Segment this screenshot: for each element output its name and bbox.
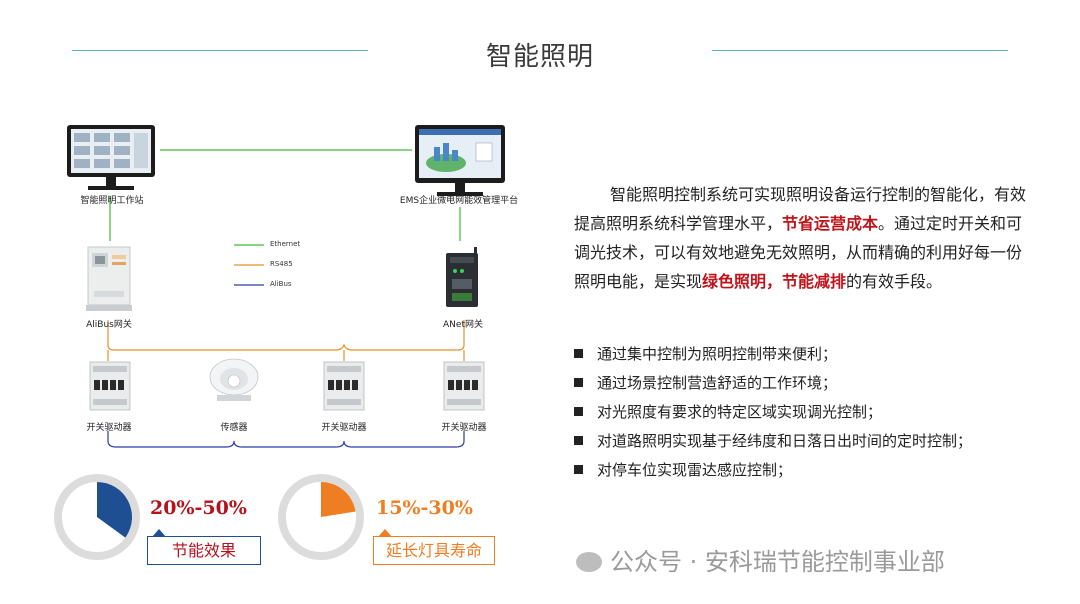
bullet-square-icon [574, 378, 583, 387]
bullet-square-icon [574, 349, 583, 358]
intro-text-2: 。通过定时开关和可调光技术，可以有效地避免无效照明，从而精确的利用好每一份照明电… [574, 214, 1023, 291]
bullet-square-icon [574, 465, 583, 474]
switch-driver-1-label: 开关驱动器 [86, 423, 132, 433]
system-diagram-graphic [67, 125, 505, 448]
bullet-square-icon [574, 407, 583, 416]
alibus-gateway-icon [86, 246, 132, 311]
bullet-item: 通过场景控制营造舒适的工作环境； [574, 372, 837, 393]
bullet-item: 对停车位实现雷达感应控制； [574, 459, 792, 480]
lamp-life-pie-slice [321, 482, 356, 517]
switch-driver-1-icon [89, 361, 131, 411]
lamp-life-pointer-icon [378, 529, 392, 537]
wechat-icon [576, 552, 602, 572]
alibus-bus [107, 431, 465, 448]
legend-alibus: AliBus [270, 280, 292, 288]
legend-ethernet: Ethernet [270, 240, 301, 248]
ems-monitor-icon [415, 125, 505, 196]
lamp-life-caption: 延长灯具寿命 [373, 536, 495, 565]
energy-saving-pie-slice [97, 482, 133, 538]
rs485-bus [107, 320, 465, 351]
anet-gateway-label: ANet网关 [443, 320, 483, 330]
intro-text-1: 智能照明控制系统可实现照明设备运行控制的智能化，有效提高照明系统科学管理水平， [574, 185, 1027, 233]
switch-driver-3-icon [443, 361, 485, 411]
energy-saving-value: 20%-50% [150, 497, 247, 519]
lamp-life-gauge [278, 474, 364, 560]
watermark: 公众号 · 安科瑞节能控制事业部 [576, 542, 945, 577]
intro-text-3: 的有效手段。 [846, 272, 943, 291]
energy-saving-pointer-icon [152, 529, 166, 537]
lamp-life-value: 15%-30% [376, 497, 473, 519]
ems-label: EMS企业微电网能效管理平台 [399, 196, 519, 206]
intro-highlight-green: 绿色照明，节能减排 [702, 272, 847, 291]
intro-highlight-cost: 节省运营成本 [782, 214, 879, 233]
title-rule-right [712, 50, 1008, 51]
switch-driver-2-icon [323, 361, 365, 411]
title-rule-left [72, 50, 368, 51]
legend-rs485: RS485 [270, 260, 293, 268]
energy-saving-gauge [54, 474, 140, 560]
bullet-item: 对光照度有要求的特定区域实现调光控制； [574, 401, 882, 422]
energy-saving-caption: 节能效果 [147, 536, 261, 565]
workstation-monitor-icon [67, 125, 155, 190]
page-title: 智能照明 [485, 42, 594, 72]
energy-saving-gauge-ring [54, 474, 140, 560]
workstation-label: 智能照明工作站 [80, 196, 144, 206]
bullet-item: 通过集中控制为照明控制带来便利； [574, 343, 837, 364]
sensor-icon [209, 358, 259, 401]
switch-driver-2-label: 开关驱动器 [321, 423, 367, 433]
sensor-label: 传感器 [220, 423, 248, 433]
switch-driver-3-label: 开关驱动器 [441, 423, 487, 433]
bullet-item: 对道路照明实现基于经纬度和日落日出时间的定时控制； [574, 430, 972, 451]
intro-paragraph: 智能照明控制系统可实现照明设备运行控制的智能化，有效提高照明系统科学管理水平，节… [574, 180, 1036, 296]
alibus-gateway-label: AliBus网关 [86, 320, 132, 330]
system-diagram: 智能照明工作站 EMS企业微电网能效管理平台 Ethernet RS485 Al… [54, 115, 536, 452]
lamp-life-gauge-ring [278, 474, 364, 560]
bullet-square-icon [574, 436, 583, 445]
anet-gateway-icon [446, 247, 478, 307]
